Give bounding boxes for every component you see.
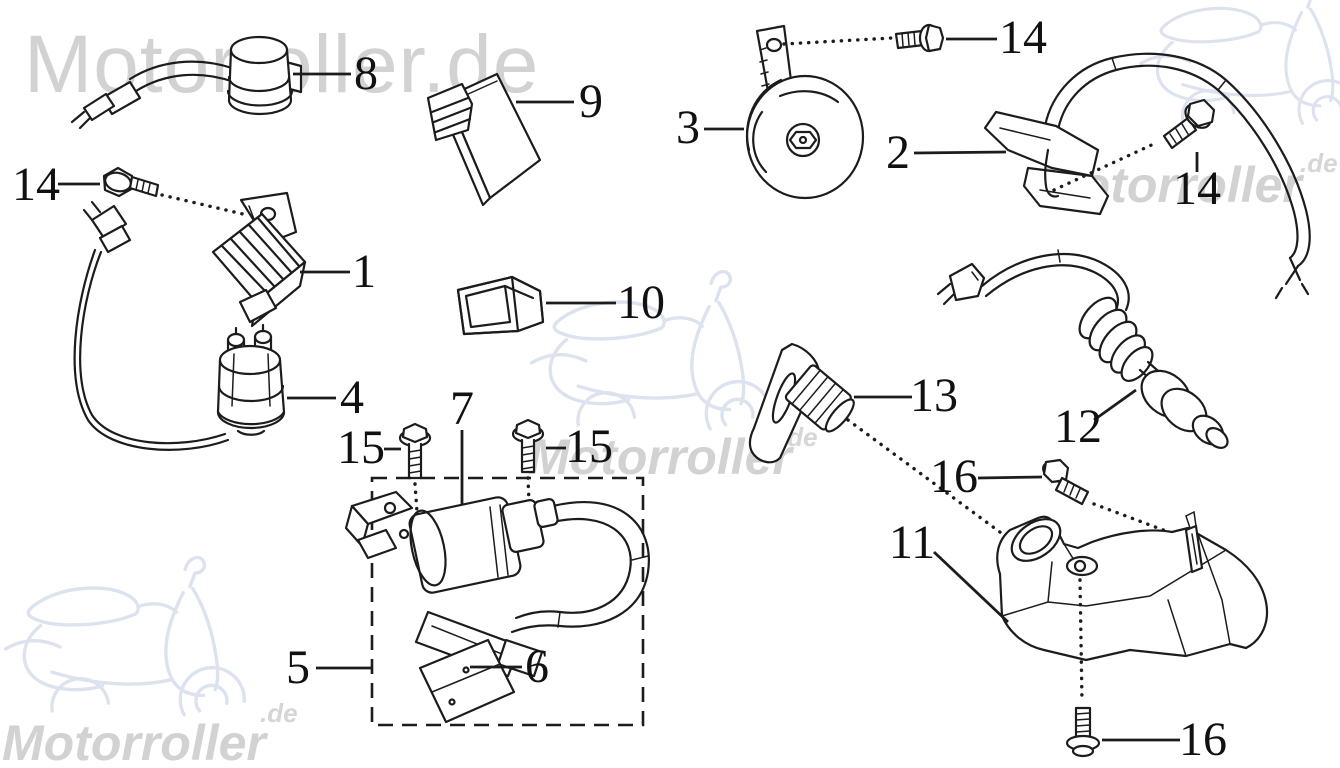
callout-part-16-lower: 16 (1179, 713, 1227, 766)
part-13-fuel-cap (748, 342, 1010, 540)
part-14-bolt-right (1052, 98, 1216, 192)
part-7-ignition-coil (344, 490, 650, 634)
part-9-cdi-unit (426, 72, 574, 207)
callout-part-14-right: 14 (1173, 162, 1221, 215)
part-6-spark-plug-cap (414, 610, 544, 724)
callout-part-14-left: 14 (12, 158, 60, 211)
part-10-rubber-boot (456, 275, 616, 336)
callout-part-13: 13 (910, 369, 958, 422)
callout-part-11: 11 (889, 516, 935, 569)
part-3-horn (704, 24, 865, 200)
part-12-fuel-level-sensor (936, 249, 1229, 449)
part-14-bolt-left (58, 166, 249, 217)
part-16-bolt-lower (1065, 706, 1180, 758)
callout-part-9: 9 (579, 75, 603, 128)
callout-part-6: 6 (525, 640, 549, 693)
part-11-fuel-tank (933, 510, 1269, 704)
part-15-bolt-right (511, 418, 566, 504)
callout-part-16-upper: 16 (930, 450, 978, 503)
callout-part-5: 5 (286, 641, 310, 694)
part-2-cable-lock-assembly (913, 52, 1311, 300)
watermark-tld-right: .de (1300, 148, 1338, 178)
scooter-watermark-icon (3, 555, 246, 717)
callout-part-15-left: 15 (337, 421, 385, 474)
callout-part-7: 7 (450, 382, 474, 435)
callout-part-14-top: 14 (999, 11, 1047, 64)
scooter-watermark-icon (1139, 0, 1340, 125)
part-4-starter-relay (73, 200, 336, 451)
watermark-brand-bottom: Motorroller (2, 715, 268, 768)
callout-part-12: 12 (1054, 400, 1102, 453)
callout-part-4: 4 (340, 371, 364, 424)
callout-part-15-right: 15 (565, 420, 613, 473)
watermark-tld-bottom: .de (260, 698, 298, 728)
callout-part-1: 1 (352, 245, 376, 298)
callout-part-3: 3 (676, 101, 700, 154)
part-8-flasher-relay (70, 35, 351, 130)
part-16-bolt-upper (977, 458, 1192, 542)
part-14-bolt-top (782, 23, 997, 53)
assembly-boundary-box (370, 476, 645, 727)
part-15-bolt-left (384, 422, 432, 514)
callout-part-2: 2 (886, 126, 910, 179)
callout-part-8: 8 (354, 47, 378, 100)
part-1-rectifier-regulator (211, 191, 350, 328)
callout-part-10: 10 (617, 276, 665, 329)
